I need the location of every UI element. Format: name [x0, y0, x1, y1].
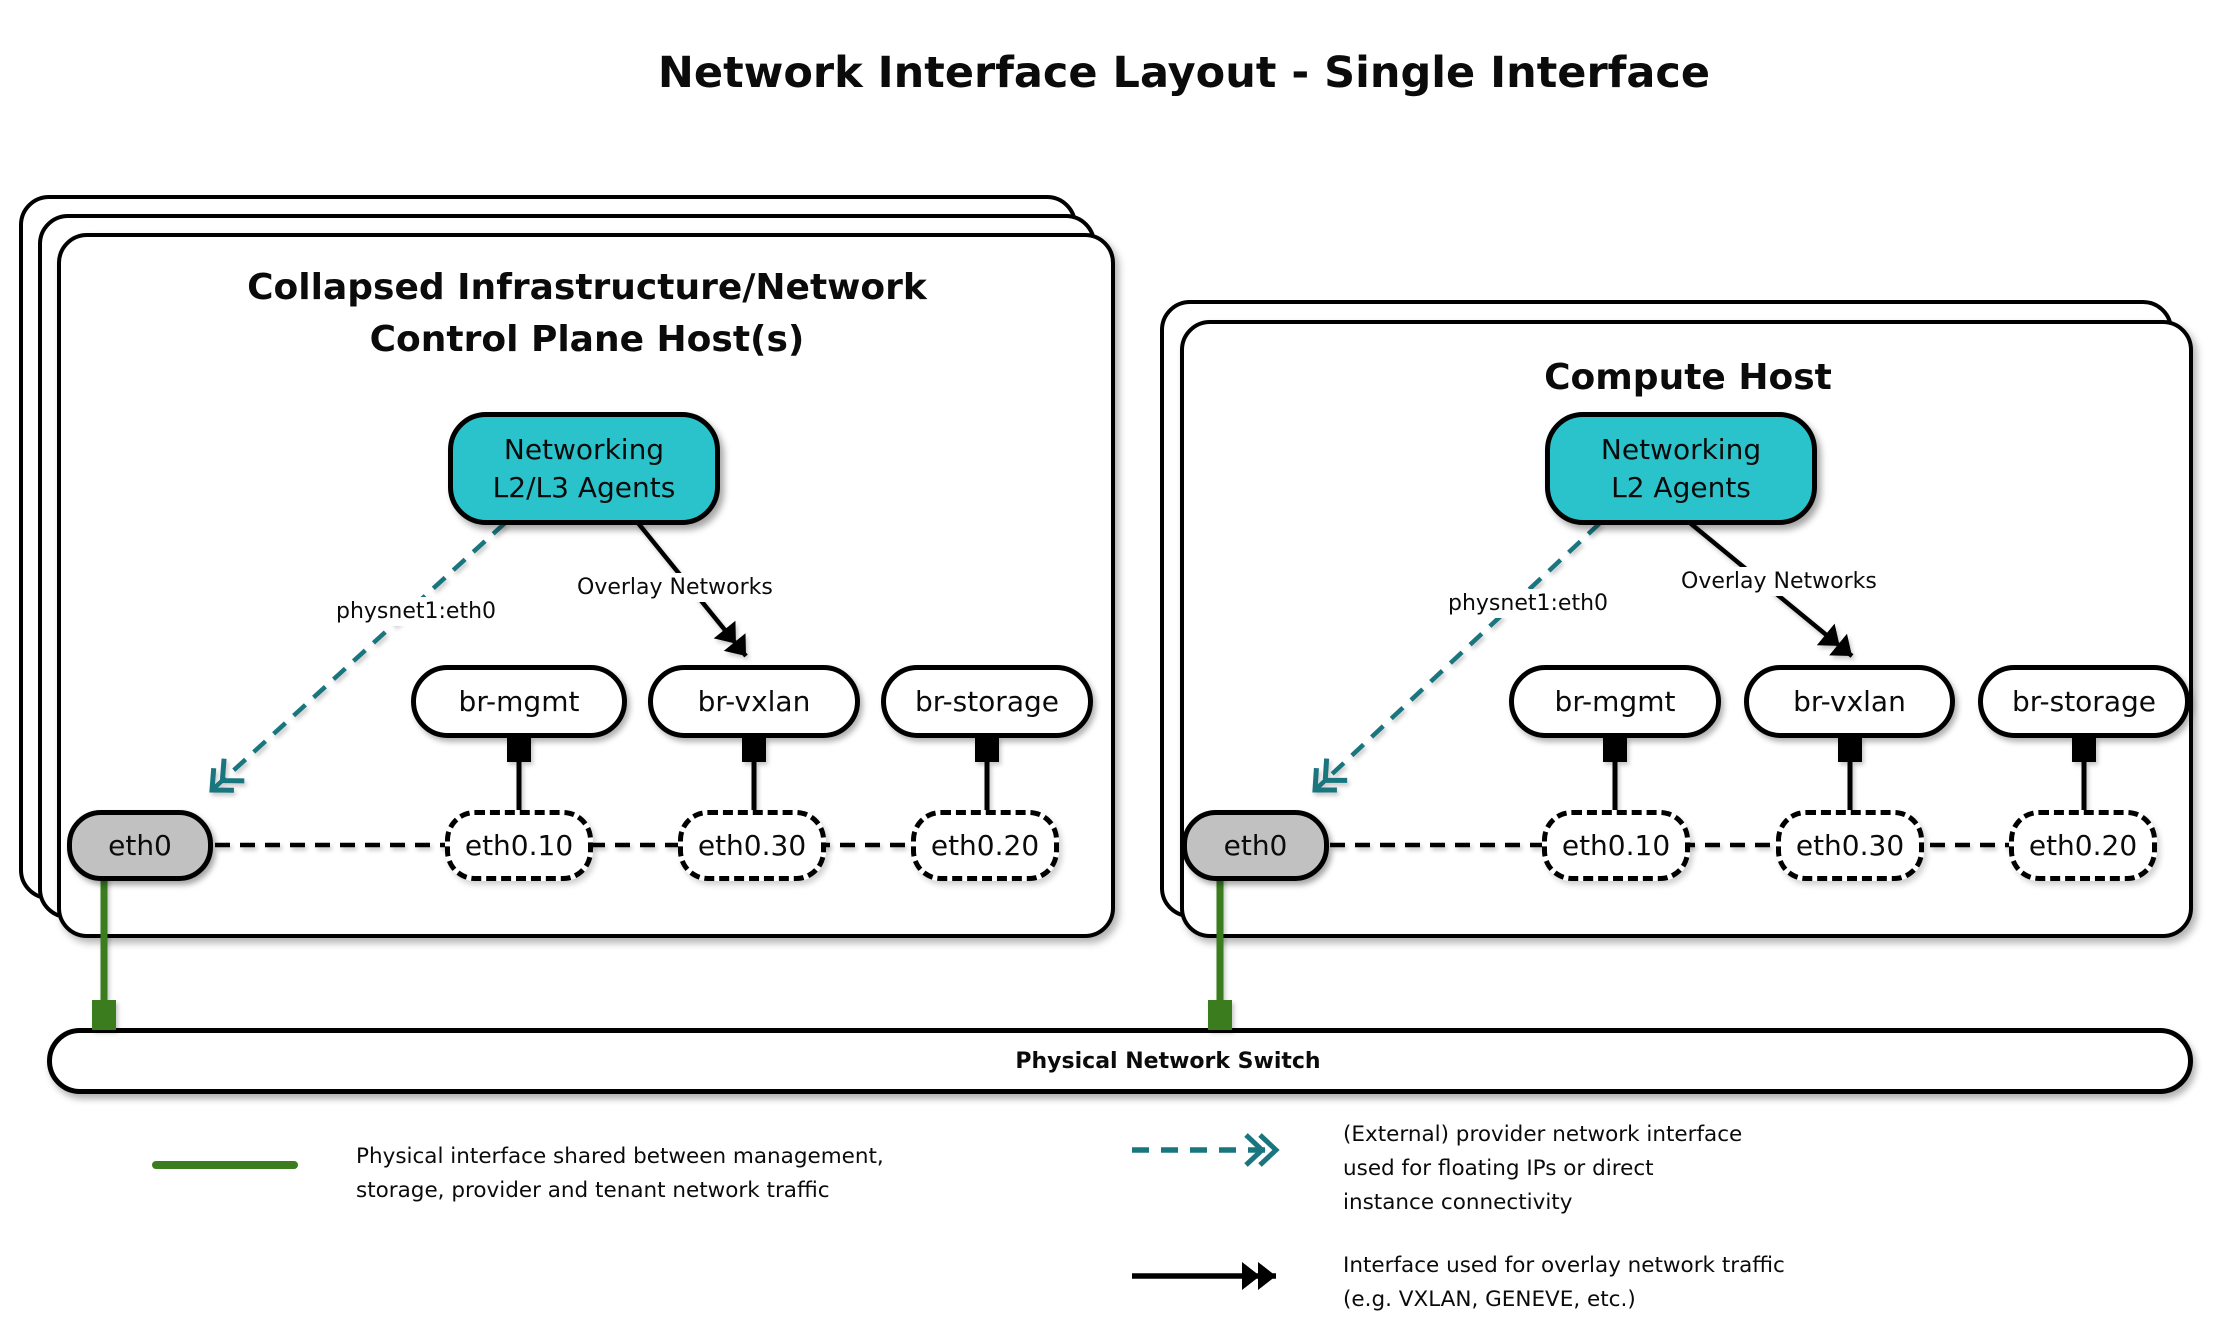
bridge-port-square	[2072, 737, 2096, 762]
bridge-port-square	[975, 737, 999, 762]
switch-port-plug	[1208, 1000, 1232, 1030]
legend-provider-arrow-text: (External) provider network interface us…	[1343, 1122, 1743, 1215]
bridge-node-br-mgmt: br-mgmt	[411, 665, 627, 738]
bridge-node-br-storage: br-storage	[1978, 665, 2190, 738]
provider-arrow-label: physnet1:eth0	[328, 597, 505, 626]
vlan-interface-node-eth0-10: eth0.10	[1542, 810, 1690, 881]
bridge-node-br-vxlan: br-vxlan	[648, 665, 860, 738]
vlan-interface-node-eth0-30: eth0.30	[1776, 810, 1924, 881]
compute-host-title: Compute Host	[1544, 357, 1832, 398]
legend-overlay-arrow-swatch	[1132, 1262, 1276, 1290]
provider-arrow-label: physnet1:eth0	[1440, 589, 1617, 618]
bridge-port-square	[742, 737, 766, 762]
compute-connectors	[1208, 521, 2096, 1030]
bridge-node-br-storage: br-storage	[881, 665, 1093, 738]
bridge-node-br-vxlan: br-vxlan	[1744, 665, 1955, 738]
provider-network-arrow	[209, 521, 507, 793]
bridge-node-br-mgmt: br-mgmt	[1509, 665, 1721, 738]
bridge-port-square	[1838, 737, 1862, 762]
vlan-interface-node-eth0-20: eth0.20	[911, 810, 1059, 881]
legend-physical-link-text: Physical interface shared between manage…	[356, 1144, 884, 1203]
control-plane-connectors	[92, 521, 999, 1030]
legend-provider-arrow-swatch	[1132, 1133, 1280, 1167]
provider-network-arrow	[1312, 521, 1602, 793]
control-plane-agent-node: Networking L2/L3 Agents	[448, 412, 720, 525]
physical-interface-node-eth0: eth0	[1182, 810, 1329, 881]
bridge-port-square	[1603, 737, 1627, 762]
physical-interface-node-eth0: eth0	[67, 810, 213, 881]
physical-network-switch-label: Physical Network Switch	[1015, 1048, 1321, 1074]
vlan-interface-node-eth0-20: eth0.20	[2009, 810, 2157, 881]
page-title: Network Interface Layout - Single Interf…	[657, 48, 1711, 98]
vlan-interface-node-eth0-10: eth0.10	[445, 810, 593, 881]
overlay-arrow-label: Overlay Networks	[1673, 567, 1885, 596]
control-plane-host-title: Collapsed Infrastructure/Network Control…	[247, 267, 927, 360]
compute-agent-node: Networking L2 Agents	[1545, 412, 1817, 525]
overlay-arrow-label: Overlay Networks	[569, 573, 781, 602]
bridge-port-square	[507, 737, 531, 762]
switch-port-plug	[92, 1000, 116, 1030]
legend-physical-link-swatch	[152, 1161, 298, 1169]
vlan-interface-node-eth0-30: eth0.30	[678, 810, 826, 881]
physical-network-switch: Physical Network Switch	[47, 1028, 2193, 1094]
legend-overlay-arrow-text: Interface used for overlay network traff…	[1343, 1253, 1785, 1312]
